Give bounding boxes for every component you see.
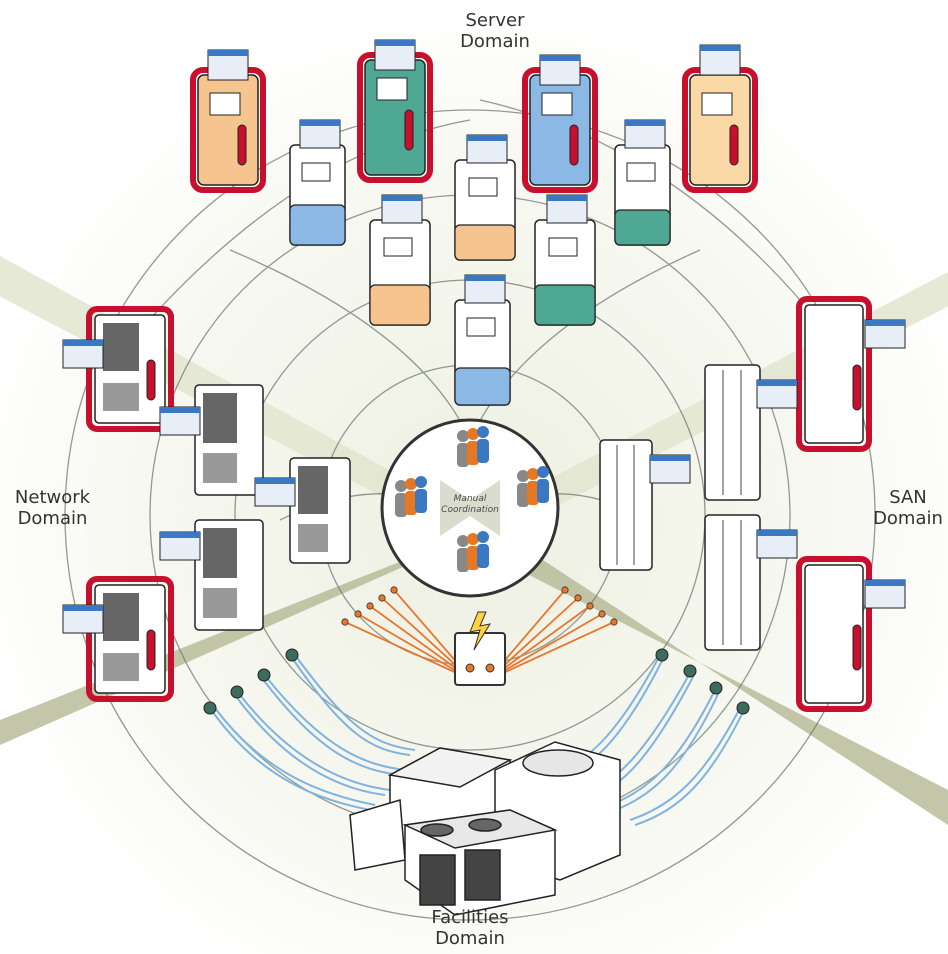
server-domain-servers [289,119,671,406]
network-domain-label-line1: Network [14,487,91,508]
manual-coordination-line2: Coordination [441,505,499,515]
facilities-domain-label-line1: Facilities [431,907,509,928]
san-domain-label-line2: Domain [873,508,943,529]
server-domain-hot-servers [190,39,758,193]
people-icon [395,426,549,572]
san-domain-label-line1: SAN [889,487,927,508]
network-domain-label: Network Domain [5,487,100,529]
manual-coordination-hub [380,418,560,598]
manual-coordination-line1: Manual [453,494,487,504]
hvac-units [349,741,621,916]
server-domain-label-line1: Server [465,10,525,31]
power-switch-icon [454,611,506,686]
manual-coordination-label: Manual Coordination [428,494,512,516]
cooling-cables [209,654,746,826]
power-endpoints [341,586,618,626]
server-domain-label-line2: Domain [460,31,530,52]
network-domain-label-line2: Domain [17,508,88,529]
facilities-domain-label: Facilities Domain [410,907,530,949]
server-domain-label: Server Domain [440,10,550,52]
san-domain-racks [599,296,906,712]
network-domain-racks [62,306,351,702]
facilities-domain-label-line2: Domain [435,928,505,949]
san-domain-label: SAN Domain [868,487,948,529]
cable-ports [203,648,750,715]
